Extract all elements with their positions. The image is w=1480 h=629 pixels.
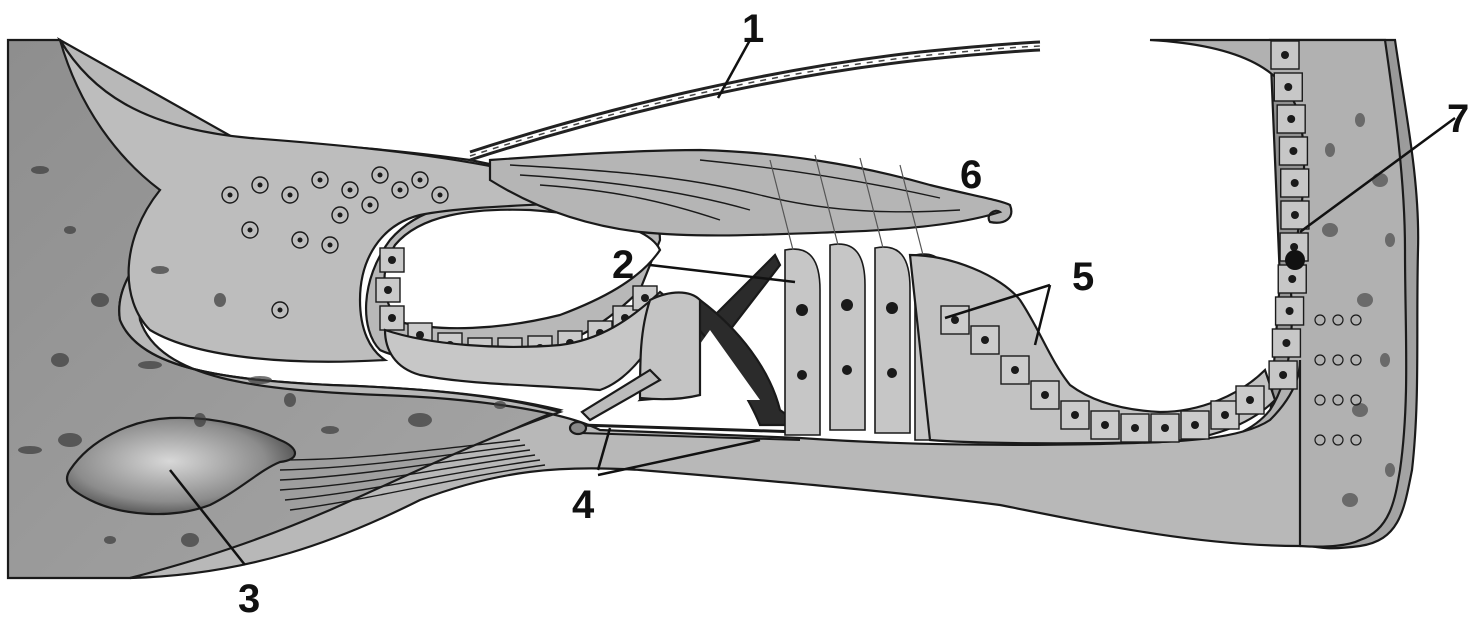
bone-pore xyxy=(1325,143,1335,157)
bone-pore xyxy=(58,433,82,447)
cell-nucleus xyxy=(288,193,293,198)
cell-nucleus xyxy=(641,294,649,302)
cell-nucleus xyxy=(298,238,303,243)
cell-nucleus xyxy=(1041,391,1049,399)
cell-nucleus xyxy=(1191,421,1199,429)
cell-nucleus xyxy=(1011,366,1019,374)
outer-hair-cell xyxy=(830,244,865,430)
callout-2: 2 xyxy=(612,243,634,287)
cell-nucleus xyxy=(388,256,396,264)
bone-pore xyxy=(138,361,162,369)
cell-nucleus xyxy=(388,314,396,322)
cell-nucleus xyxy=(348,188,353,193)
callout-4: 4 xyxy=(572,483,595,527)
cell-nucleus xyxy=(1071,411,1079,419)
cell-nucleus xyxy=(1289,147,1297,155)
cell-nucleus xyxy=(278,308,283,313)
cell-nucleus xyxy=(1279,371,1287,379)
bone-pore xyxy=(91,293,109,307)
bone-pore xyxy=(181,533,199,547)
cell-nucleus xyxy=(1288,275,1296,283)
bone-pore xyxy=(104,536,116,544)
cell-nucleus xyxy=(438,193,443,198)
cell-nucleus xyxy=(981,336,989,344)
cell-nucleus xyxy=(418,178,423,183)
cell-nucleus xyxy=(1290,243,1298,251)
vestibular-membrane xyxy=(470,42,1040,160)
cell-nucleus xyxy=(1281,51,1289,59)
bone-pore xyxy=(1385,233,1395,247)
bone-pore xyxy=(31,166,49,174)
cell-nucleus xyxy=(368,203,373,208)
outer-hair-cell xyxy=(785,249,820,435)
bone-pore xyxy=(1372,173,1388,187)
cell-nucleus xyxy=(1284,83,1292,91)
bone-pore xyxy=(284,393,296,407)
cell-nucleus xyxy=(1287,115,1295,123)
bone-pore xyxy=(151,266,169,274)
outer-hair-cell xyxy=(875,247,910,433)
bone-pore xyxy=(1357,293,1373,307)
bone-pore xyxy=(18,446,42,454)
cell-nucleus xyxy=(228,193,233,198)
callout-6: 6 xyxy=(960,153,982,197)
cell-nucleus xyxy=(1131,424,1139,432)
cell-nucleus xyxy=(384,286,392,294)
bone-pore xyxy=(494,401,506,409)
cell-nucleus xyxy=(248,228,253,233)
cell-nucleus xyxy=(797,370,807,380)
bone-pore xyxy=(1355,113,1365,127)
cell-nucleus xyxy=(318,178,323,183)
cell-nucleus xyxy=(1161,424,1169,432)
bone-pore xyxy=(321,426,339,434)
cell-nucleus xyxy=(338,213,343,218)
bone-pore xyxy=(64,226,76,234)
bone-pore xyxy=(408,413,432,427)
bone-pore xyxy=(1380,353,1390,367)
cell-nucleus xyxy=(1291,211,1299,219)
cell-nucleus xyxy=(842,365,852,375)
callout-7: 7 xyxy=(1447,97,1469,141)
cell-nucleus xyxy=(887,368,897,378)
cell-nucleus xyxy=(1221,411,1229,419)
cell-nucleus xyxy=(1291,179,1299,187)
cell-nucleus xyxy=(258,183,263,188)
bone-pore xyxy=(1322,223,1338,237)
callout-3: 3 xyxy=(238,577,260,621)
bone-pore xyxy=(1385,463,1395,477)
blood-vessel xyxy=(1285,250,1305,270)
cell-nucleus xyxy=(398,188,403,193)
cell-nucleus xyxy=(951,316,959,324)
cell-nucleus xyxy=(886,302,898,314)
bone-pore xyxy=(194,413,206,427)
cell-nucleus xyxy=(328,243,333,248)
cell-nucleus xyxy=(1282,339,1290,347)
bone-pore xyxy=(214,293,226,307)
cell-nucleus xyxy=(841,299,853,311)
cell-nucleus xyxy=(796,304,808,316)
bone-pore xyxy=(1342,493,1358,507)
callout-5: 5 xyxy=(1072,255,1094,299)
cell-nucleus xyxy=(1101,421,1109,429)
callout-1: 1 xyxy=(742,7,764,51)
cell-nucleus xyxy=(1246,396,1254,404)
cell-nucleus xyxy=(1286,307,1294,315)
bone-pore xyxy=(51,353,69,367)
cell-nucleus xyxy=(378,173,383,178)
bone-pore xyxy=(248,376,272,384)
